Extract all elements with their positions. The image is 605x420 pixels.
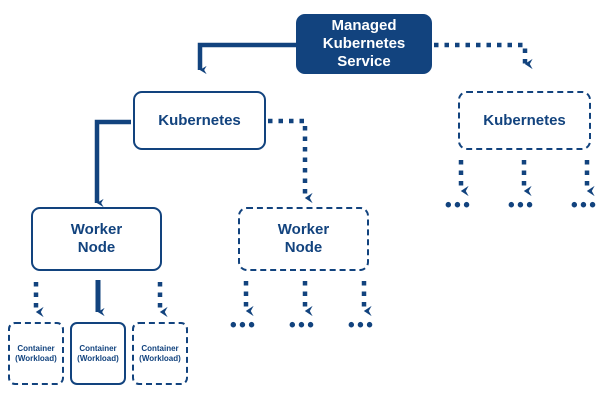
connector-kubernetes-to-worker-node (94, 119, 131, 208)
ellipsis-worker-replica-3: ••• (348, 315, 376, 336)
node-container-workload-3[interactable]: Container (Workload) (132, 322, 188, 385)
node-label: Container (Workload) (77, 344, 119, 363)
node-label: Kubernetes (158, 111, 241, 129)
connector-managed-to-kubernetes-replica (434, 42, 533, 70)
node-worker-node-primary[interactable]: Worker Node (31, 207, 162, 271)
ellipsis-kubernetes-replica-1: ••• (445, 195, 473, 216)
connector-kubernetes-to-worker-node-replica (268, 118, 313, 204)
node-managed-kubernetes-service[interactable]: Managed Kubernetes Service (296, 14, 432, 74)
node-label: Managed Kubernetes Service (322, 17, 406, 70)
node-label: Container (Workload) (15, 344, 57, 363)
connector-managed-to-kubernetes (197, 42, 296, 75)
node-label: Worker Node (277, 221, 330, 256)
node-container-workload-1[interactable]: Container (Workload) (8, 322, 64, 385)
node-label: Container (Workload) (139, 344, 181, 363)
ellipsis-worker-replica-1: ••• (230, 315, 258, 336)
node-container-workload-2[interactable]: Container (Workload) (70, 322, 126, 385)
node-worker-node-replica[interactable]: Worker Node (238, 207, 369, 271)
node-kubernetes-replica[interactable]: Kubernetes (458, 91, 591, 150)
node-label: Worker Node (70, 221, 123, 256)
node-label: Kubernetes (483, 111, 566, 129)
ellipsis-worker-replica-2: ••• (289, 315, 317, 336)
ellipsis-kubernetes-replica-3: ••• (571, 195, 599, 216)
node-kubernetes-primary[interactable]: Kubernetes (133, 91, 266, 150)
ellipsis-kubernetes-replica-2: ••• (508, 195, 536, 216)
